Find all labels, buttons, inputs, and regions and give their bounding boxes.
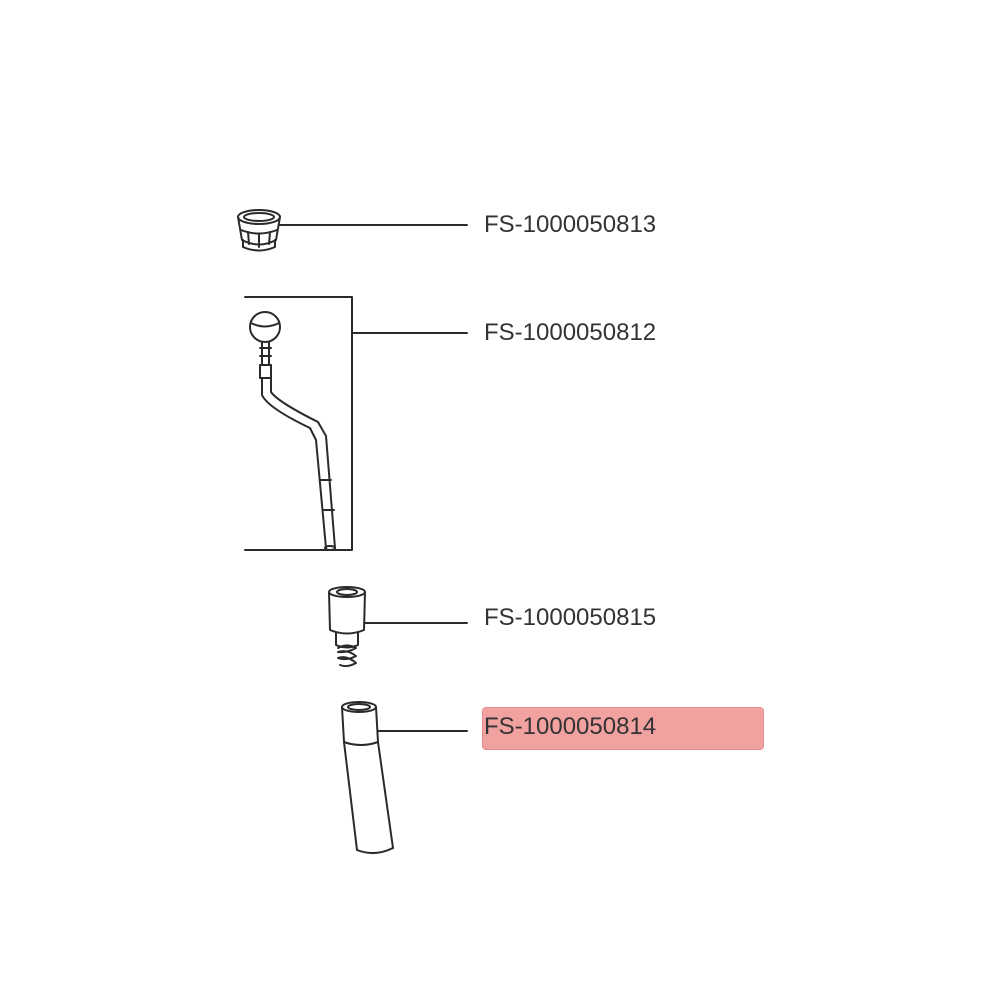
cap-part-drawing (237, 209, 281, 252)
tube-part-drawing (341, 701, 394, 854)
cap-label[interactable]: FS-1000050813 (484, 211, 657, 238)
tube-label-highlight (482, 707, 764, 750)
steam-wand-part-drawing (249, 311, 336, 551)
valve-spring-part-drawing (328, 586, 366, 668)
steam-wand-bracket (244, 296, 353, 551)
valve-spring-label[interactable]: FS-1000050815 (484, 604, 657, 631)
steam-wand-label[interactable]: FS-1000050812 (484, 319, 657, 346)
tube-label[interactable]: FS-1000050814 (484, 713, 657, 740)
